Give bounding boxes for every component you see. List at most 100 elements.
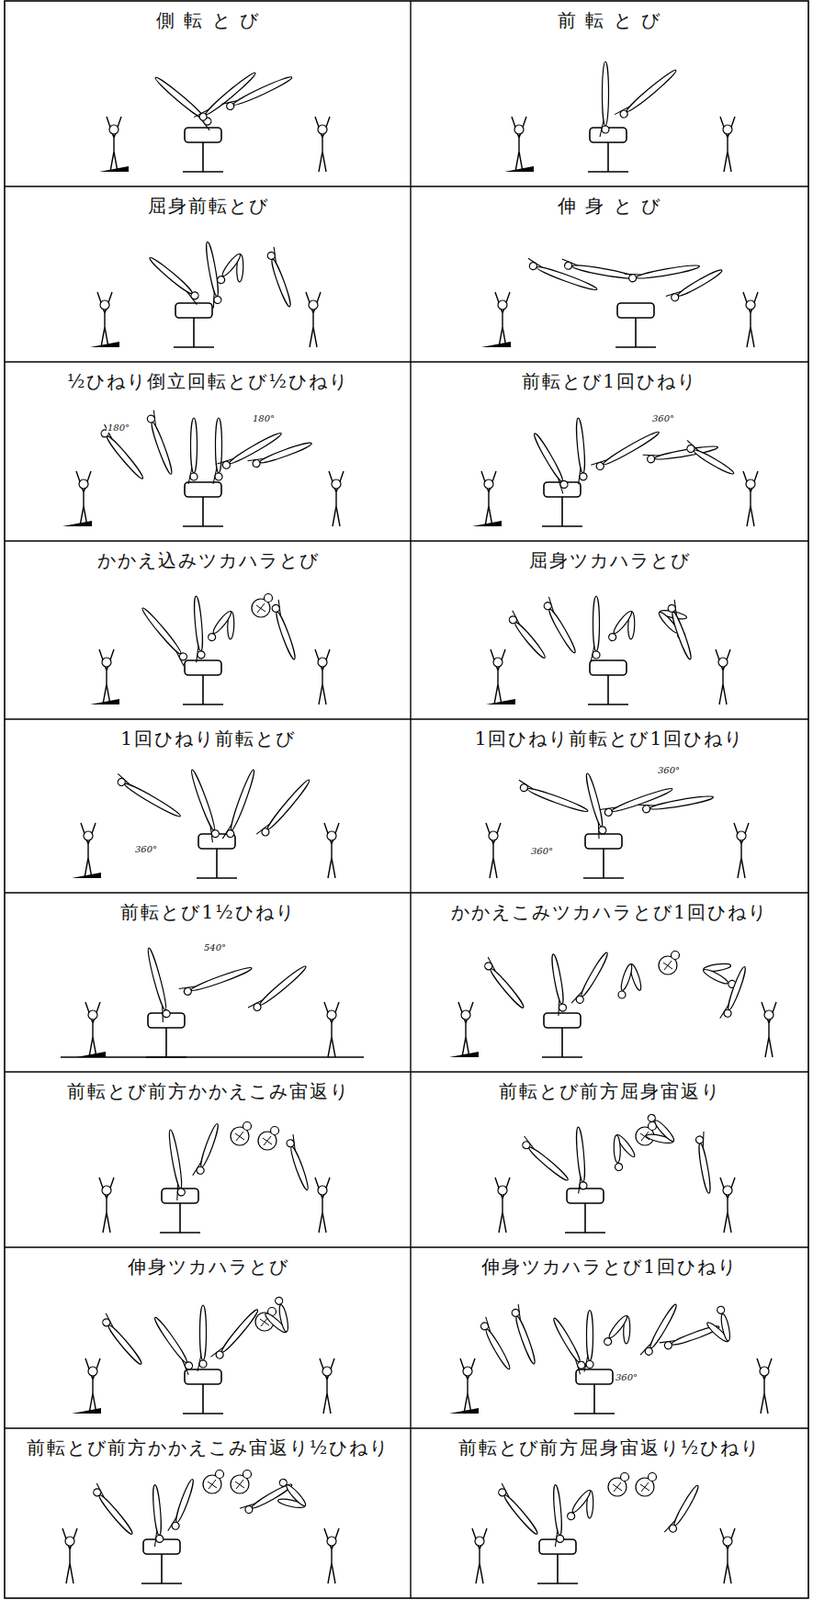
- cell-title-box: 前 転 と び: [410, 8, 809, 34]
- gymnast-head: [264, 594, 273, 603]
- stretched-body: [505, 610, 550, 661]
- horse-base: [141, 1582, 182, 1585]
- body-outline: [552, 1484, 564, 1536]
- piked-body: [216, 248, 252, 291]
- body-outline: [546, 607, 578, 655]
- stretched-body: [638, 791, 714, 814]
- pike-torso: [653, 1118, 677, 1144]
- stretched-body: [284, 1134, 314, 1192]
- body-outline: [610, 786, 674, 815]
- stretched-body: [581, 772, 608, 839]
- vaulting-horse: [182, 660, 224, 705]
- piked-body: [603, 1310, 639, 1353]
- tucked-body: [230, 1122, 252, 1147]
- cell-title-box: 1回ひねり前転とび: [5, 726, 411, 752]
- standing-gymnast: [495, 1177, 510, 1233]
- gymnast-head: [646, 1113, 657, 1124]
- stretched-body: [524, 258, 599, 293]
- gymnast-head: [190, 473, 198, 481]
- horse-leg: [602, 848, 605, 879]
- row-rule: [4, 1071, 809, 1073]
- gymnast-head: [317, 1185, 328, 1196]
- horse-body: [589, 660, 627, 676]
- gymnast-head: [271, 603, 281, 613]
- gymnast-head: [646, 454, 655, 463]
- horse-base: [196, 877, 238, 880]
- tuck-limbs: [256, 603, 266, 613]
- gymnast-head: [88, 1010, 98, 1020]
- cell-title: 前転とび前方かかえこみ宙返り: [67, 1080, 351, 1103]
- gymnast-head: [83, 831, 93, 841]
- standing-gymnast: [80, 823, 96, 879]
- row-rule: [4, 361, 809, 362]
- pike-torso: [607, 1314, 630, 1341]
- gymnast-limbs: [720, 1177, 735, 1233]
- vaulting-horse: [159, 1188, 201, 1233]
- stretched-body: [248, 962, 308, 1016]
- gymnast-head: [685, 443, 696, 454]
- standing-gymnast: [99, 1177, 114, 1233]
- row-rule: [4, 892, 809, 893]
- piked-body: [700, 958, 739, 989]
- horse-base: [587, 170, 629, 173]
- gymnast-limbs: [490, 649, 506, 705]
- floor-line: [60, 1056, 364, 1058]
- gymnast-head: [213, 295, 222, 305]
- cell-title: 1回ひねり前転とび: [120, 727, 296, 750]
- horse-base: [542, 525, 583, 528]
- gymnast-head: [508, 614, 519, 625]
- standing-gymnast: [315, 1177, 330, 1233]
- horse-base: [159, 1231, 201, 1234]
- body-outline: [526, 786, 589, 815]
- body-outline: [512, 621, 548, 661]
- standing-gymnast: [85, 1358, 101, 1414]
- gymnast-limbs: [99, 649, 114, 705]
- gymnast-head: [278, 1478, 289, 1489]
- body-arm: [521, 1136, 537, 1151]
- vault-sequence: [71, 1296, 335, 1414]
- standing-gymnast: [328, 471, 344, 527]
- vaulting-horse: [537, 1539, 578, 1584]
- angle-note: 360°: [134, 844, 159, 855]
- gymnast-head: [722, 1536, 733, 1547]
- stretched-body: [509, 1304, 540, 1366]
- row-rule: [4, 1427, 809, 1429]
- vaulting-horse: [583, 834, 624, 879]
- gymnast-head: [745, 479, 756, 489]
- piked-body: [259, 1296, 299, 1340]
- vaulting-horse: [173, 303, 215, 348]
- standing-gymnast: [76, 471, 91, 527]
- body-outline: [593, 596, 600, 652]
- gymnast-head: [718, 657, 728, 667]
- gymnast-head: [618, 108, 629, 119]
- body-outline: [531, 431, 565, 483]
- gymnast-head: [178, 651, 189, 662]
- standing-gymnast: [85, 1002, 101, 1058]
- springboard: [99, 166, 129, 172]
- horse-base: [574, 1412, 615, 1415]
- body-outline: [192, 596, 204, 652]
- tucked-body: [635, 1473, 657, 1498]
- cell-title: 伸身ツカハラとび1回ひねり: [481, 1255, 738, 1278]
- piked-body: [566, 1485, 602, 1527]
- gymnast-head: [170, 1521, 181, 1531]
- body-outline: [587, 1310, 594, 1362]
- stretched-body: [614, 66, 678, 122]
- gymnast-head: [215, 1470, 225, 1480]
- cell-title-box: 伸身ツカハラとび1回ひねり: [410, 1254, 809, 1280]
- piked-body: [207, 606, 243, 648]
- gymnast-head: [528, 261, 538, 271]
- gymnast-head: [243, 1470, 252, 1480]
- body-outline: [151, 1484, 163, 1536]
- horse-leg: [165, 1027, 168, 1058]
- gymnast-head: [566, 1512, 576, 1522]
- stretched-body: [213, 417, 223, 485]
- horse-leg: [593, 1384, 596, 1414]
- body-outline: [697, 1142, 712, 1194]
- standing-gymnast: [720, 1528, 735, 1584]
- vaulting-horse: [574, 1369, 615, 1414]
- stretched-body: [541, 597, 580, 655]
- cell-title: 前転とび前方かかえこみ宙返り½ひねり: [26, 1436, 390, 1459]
- gymnast-head: [510, 1308, 520, 1318]
